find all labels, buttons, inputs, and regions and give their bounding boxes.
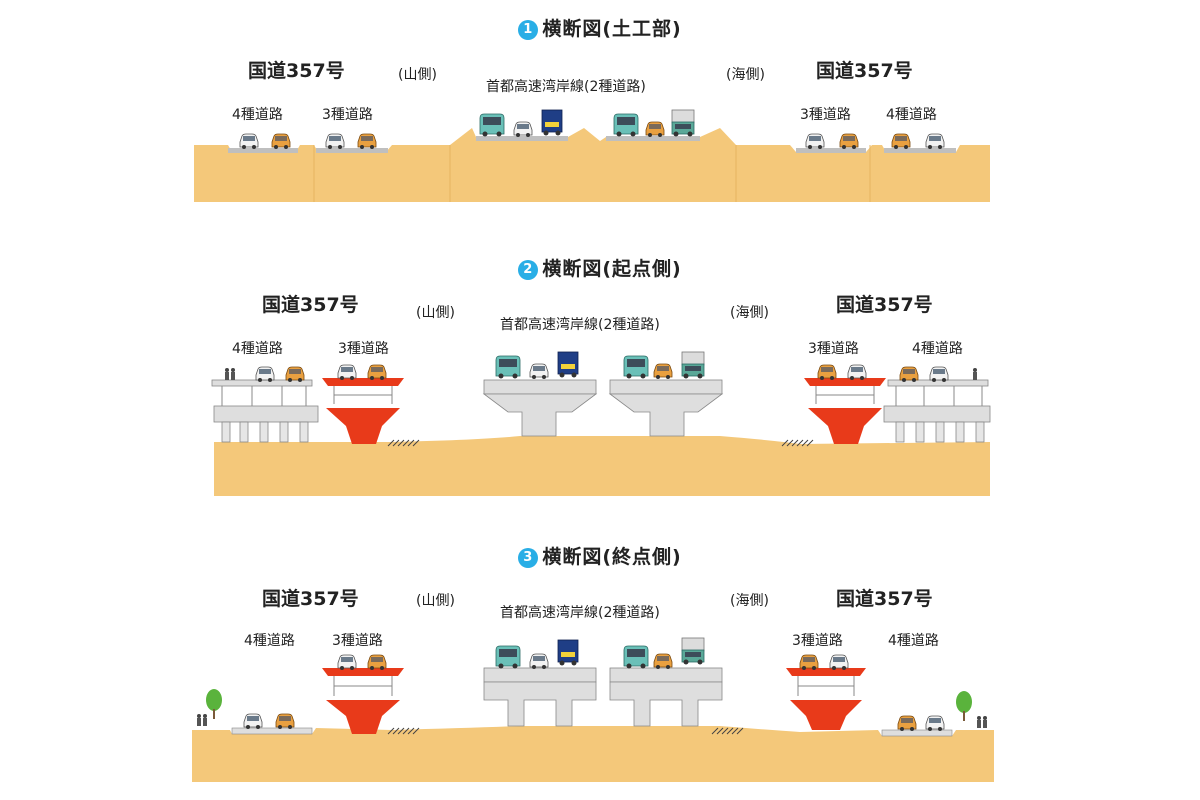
route-label-left: 国道357号 [248, 60, 345, 82]
road-class-label: 3種道路 [808, 341, 859, 357]
section-title-text: 横断図(土工部) [542, 18, 682, 40]
section-3-center-structures [483, 667, 723, 727]
road-class-label: 4種道路 [888, 633, 939, 649]
main-road-label: 首都高速湾岸線(2種道路) [500, 317, 660, 333]
route-label-right: 国道357号 [836, 588, 933, 610]
route-label-right: 国道357号 [836, 294, 933, 316]
sea-side-label: (海側) [730, 593, 769, 609]
route-label-right: 国道357号 [816, 60, 913, 82]
section-1-ground [194, 128, 990, 202]
section-2-vehicles [225, 351, 977, 383]
section-number-badge: 3 [518, 548, 539, 568]
mountain-side-label: (山側) [416, 305, 455, 321]
road-class-label: 4種道路 [244, 633, 295, 649]
section-title-text: 横断図(終点側) [542, 546, 682, 568]
road-class-label: 4種道路 [886, 107, 937, 123]
section-title-text: 横断図(起点側) [542, 258, 682, 280]
main-road-label: 首都高速湾岸線(2種道路) [500, 605, 660, 621]
section-number-badge: 2 [518, 260, 539, 280]
road-class-label: 4種道路 [232, 107, 283, 123]
section-2-ground [214, 436, 990, 496]
section-number-badge: 1 [518, 20, 539, 40]
sea-side-label: (海側) [726, 67, 765, 83]
route-label-left: 国道357号 [262, 588, 359, 610]
section-2-center-structures [482, 379, 724, 437]
road-class-label: 3種道路 [800, 107, 851, 123]
road-class-label: 3種道路 [322, 107, 373, 123]
section-3-ground [192, 726, 994, 782]
section-2-left-structures [211, 378, 404, 444]
mountain-side-label: (山側) [398, 67, 437, 83]
route-label-left: 国道357号 [262, 294, 359, 316]
mountain-side-label: (山側) [416, 593, 455, 609]
road-class-label: 4種道路 [912, 341, 963, 357]
sea-side-label: (海側) [730, 305, 769, 321]
road-class-label: 3種道路 [332, 633, 383, 649]
road-class-label: 4種道路 [232, 341, 283, 357]
road-class-label: 3種道路 [338, 341, 389, 357]
section-3-left-structures [322, 668, 404, 734]
section-2-right-structures [804, 378, 991, 444]
main-road-label: 首都高速湾岸線(2種道路) [486, 79, 646, 95]
section-3-right-structures [786, 668, 866, 730]
road-class-label: 3種道路 [792, 633, 843, 649]
